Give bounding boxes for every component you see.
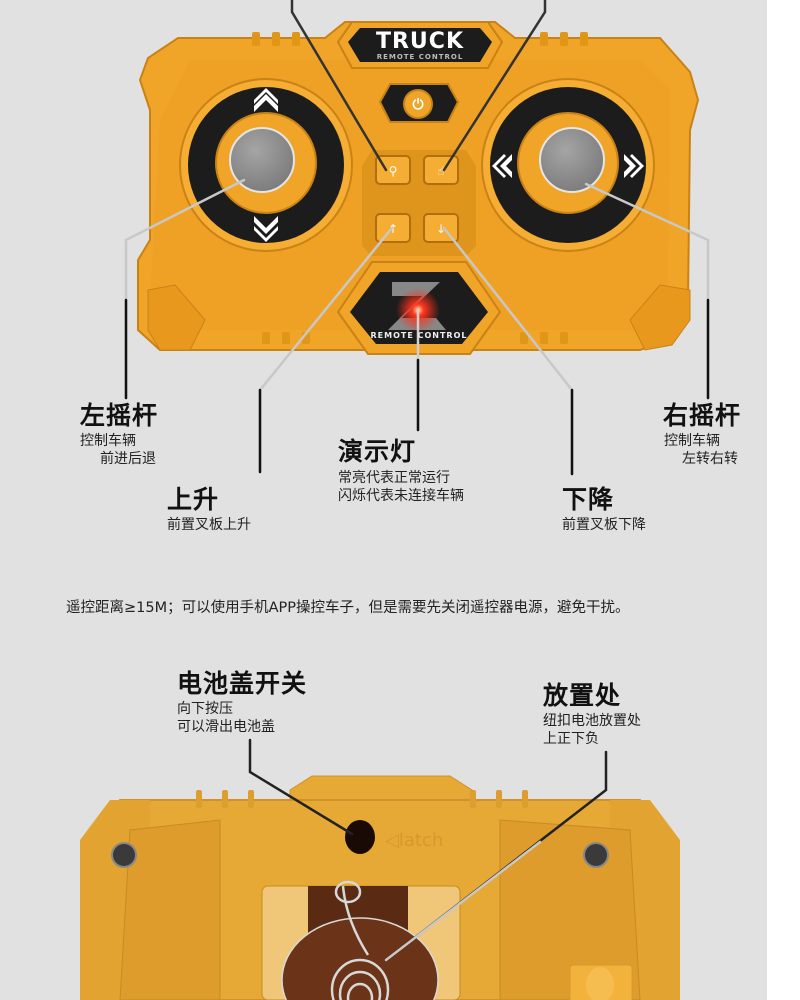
right-stick-desc-2: 左转右转 — [682, 451, 738, 467]
demo-led-indicator — [408, 300, 428, 320]
right-joystick[interactable] — [540, 128, 604, 192]
battery-placement-title: 放置处 — [543, 681, 622, 710]
right-stick-title: 右摇杆 — [663, 401, 742, 430]
battery-cover-switch-desc-2: 可以滑出电池盖 — [177, 719, 275, 735]
product-detail-canvas: ⏻ ⚲ ☝ ↑ ↓ — [0, 0, 767, 1000]
fork-up-button[interactable] — [376, 214, 410, 242]
left-stick-title: 左摇杆 — [80, 401, 159, 430]
svg-text:↓: ↓ — [436, 222, 446, 236]
demo-light-title: 演示灯 — [338, 437, 417, 466]
left-stick-desc-2: 前进后退 — [100, 451, 156, 467]
svg-text:☝: ☝ — [437, 164, 444, 178]
fork-down-button[interactable] — [424, 214, 458, 242]
speed-mode-button[interactable] — [376, 156, 410, 184]
left-joystick[interactable] — [230, 128, 294, 192]
battery-latch-hole[interactable] — [345, 820, 375, 854]
lift-down-desc: 前置叉板下降 — [562, 517, 646, 533]
remote-front-illustration: ⏻ ⚲ ☝ ↑ ↓ — [80, 0, 710, 1000]
range-note: 遥控距离≥15M；可以使用手机APP操控车子，但是需要先关闭遥控器电源，避免干扰… — [66, 600, 630, 616]
battery-compartment — [262, 886, 460, 1000]
lift-up-title: 上升 — [167, 485, 220, 514]
svg-text:⏻: ⏻ — [412, 97, 423, 113]
svg-text:↑: ↑ — [388, 222, 398, 236]
right-stick-desc-1: 控制车辆 — [664, 433, 720, 449]
demo-light-desc-2: 闪烁代表未连接车辆 — [338, 488, 464, 504]
battery-cover-switch-desc-1: 向下按压 — [177, 701, 233, 717]
brand-subtitle: REMOTE CONTROL — [376, 53, 464, 61]
battery-placement-desc-2: 上正下负 — [543, 731, 599, 747]
brand-title: TRUCK — [375, 29, 464, 54]
lift-down-title: 下降 — [562, 485, 615, 514]
demo-light-desc-1: 常亮代表正常运行 — [338, 470, 450, 486]
latch-embossed-label: ◁latch — [385, 830, 443, 851]
left-stick-desc-1: 控制车辆 — [80, 433, 136, 449]
lower-panel-label: REMOTE CONTROL — [370, 331, 468, 340]
power-button[interactable] — [404, 90, 432, 118]
battery-placement-desc-1: 纽扣电池放置处 — [543, 713, 641, 729]
battery-cover-switch-title: 电池盖开关 — [177, 669, 308, 698]
lift-up-desc: 前置叉板上升 — [167, 517, 251, 533]
demo-touch-button[interactable] — [424, 156, 458, 184]
svg-text:⚲: ⚲ — [389, 164, 398, 178]
